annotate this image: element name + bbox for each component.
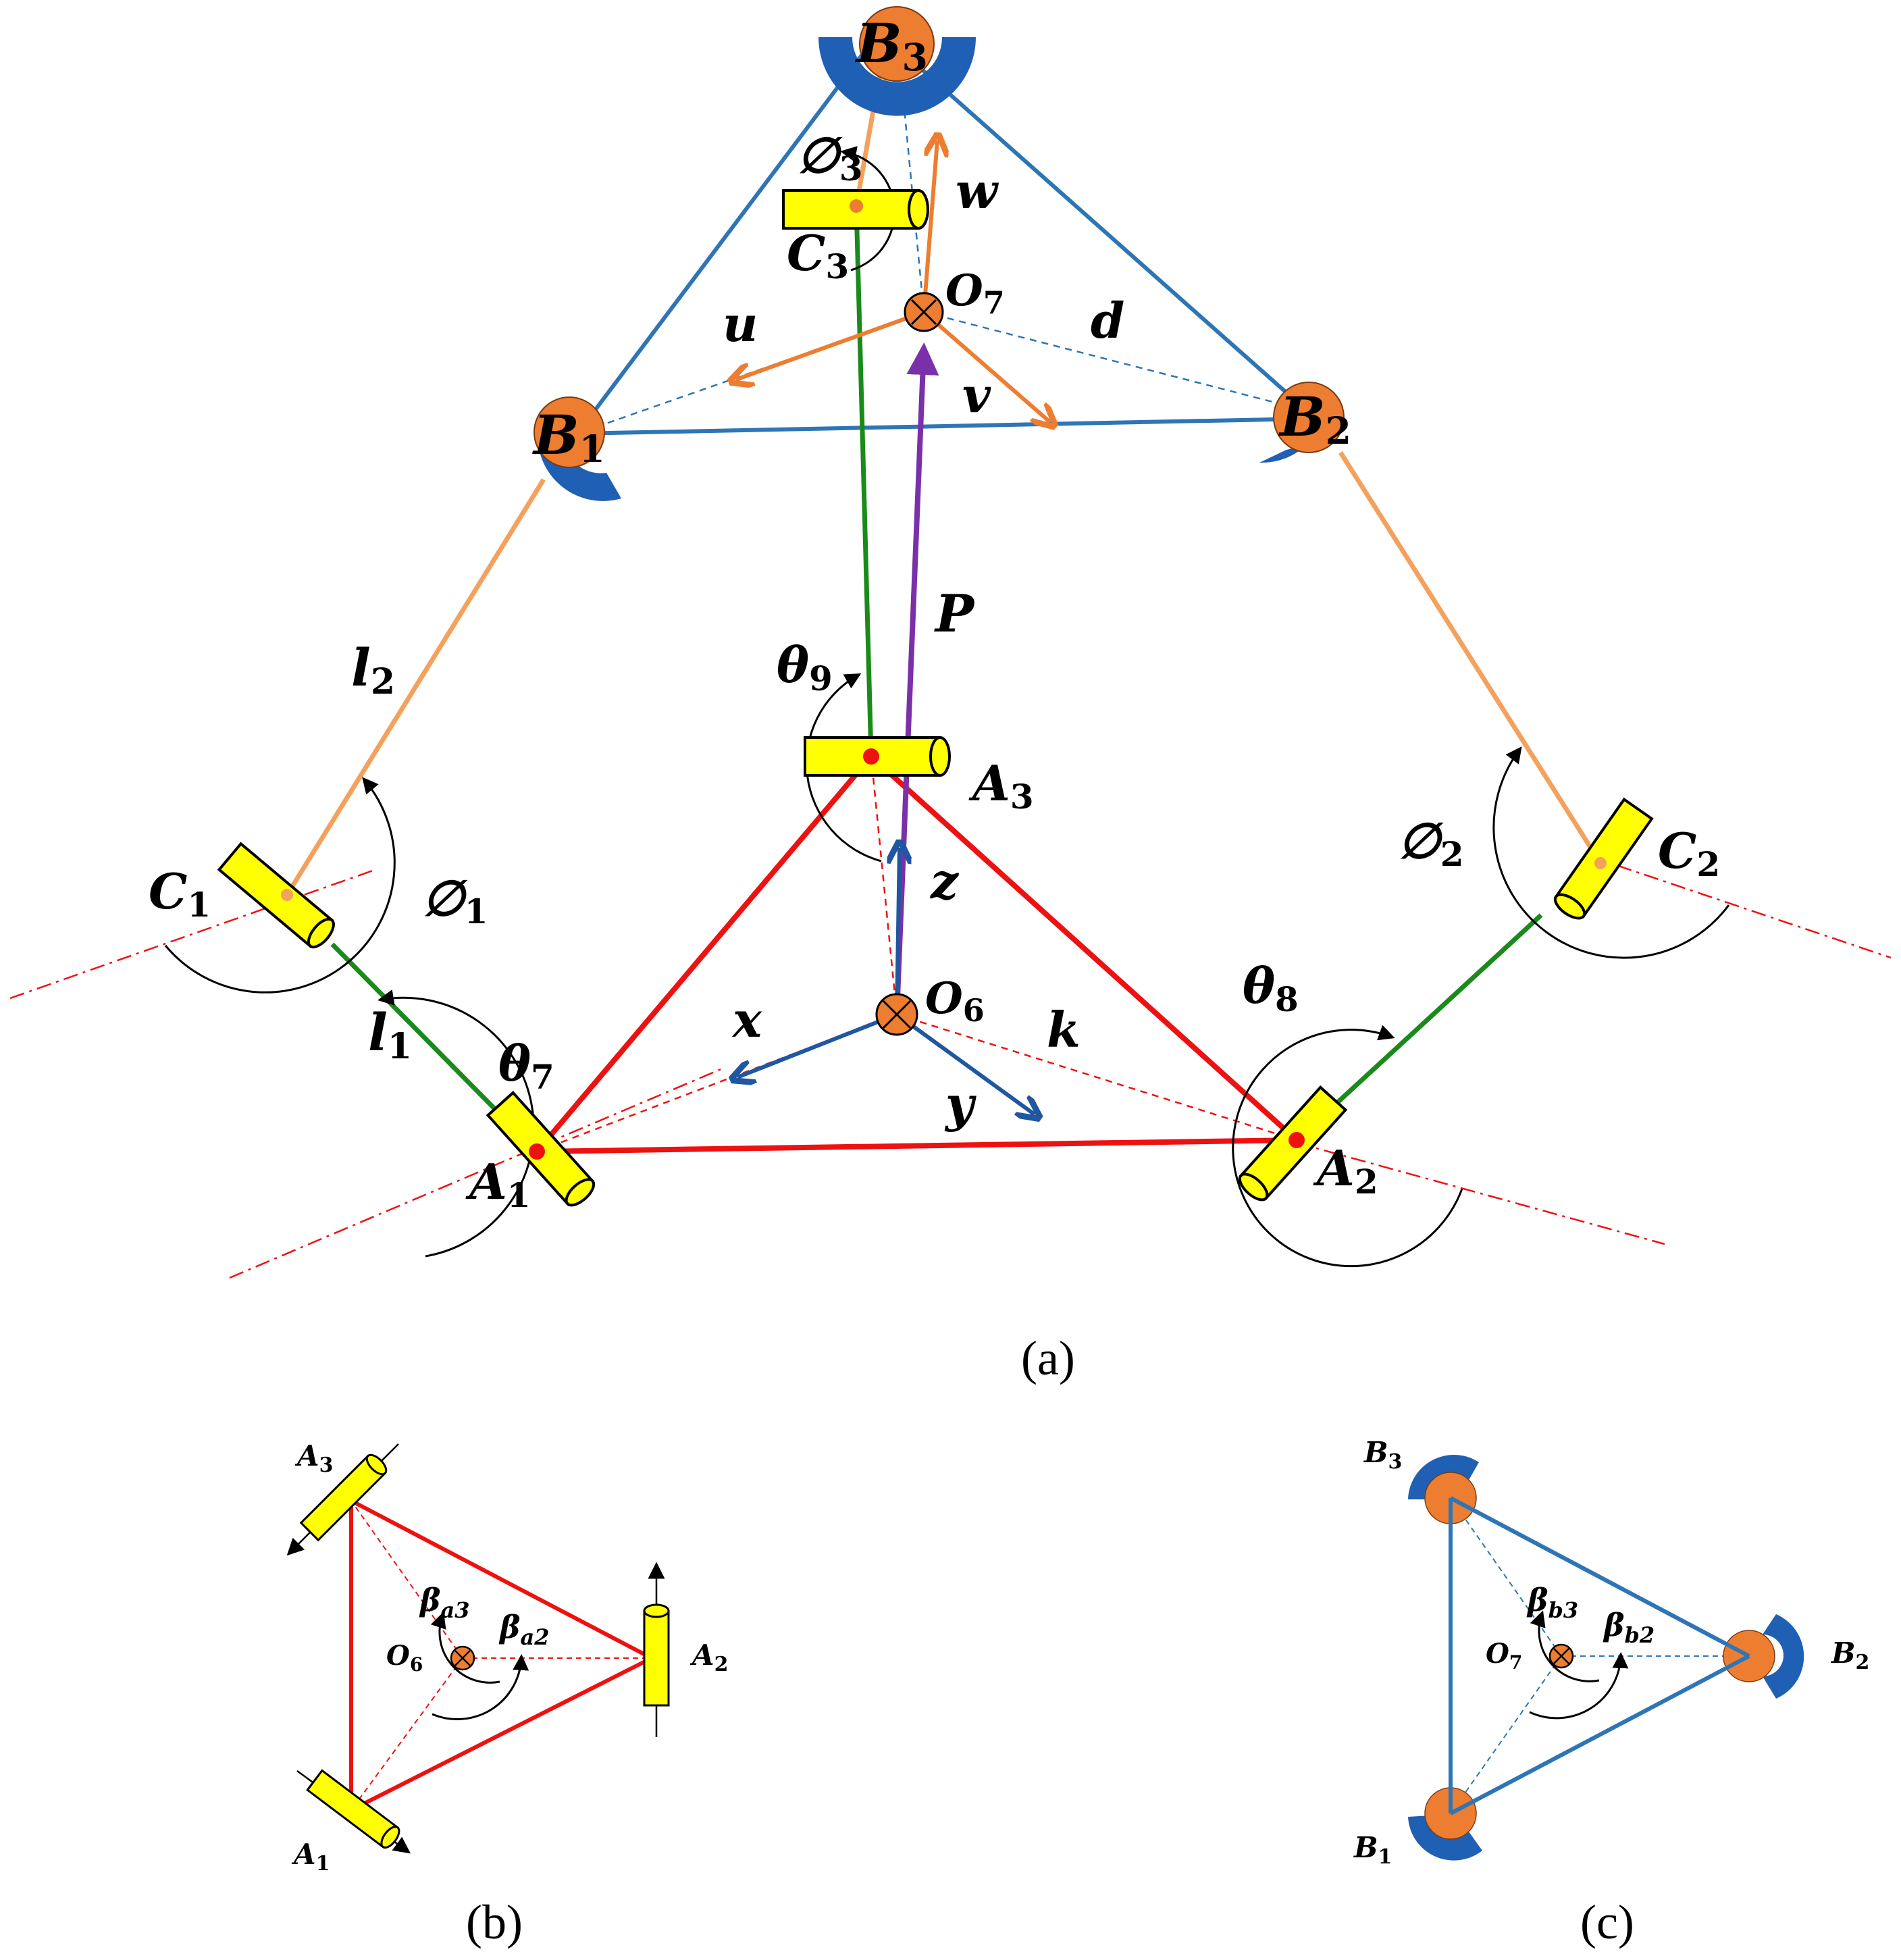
svg-text:B3: B3	[855, 11, 928, 79]
svg-text:A2: A2	[1313, 1139, 1378, 1202]
platform-dashed-lines	[577, 101, 1307, 435]
base-dashed-lines	[536, 756, 1297, 1153]
svg-text:d: d	[1091, 292, 1124, 349]
svg-text:A1: A1	[465, 1153, 531, 1215]
svg-text:O7: O7	[945, 265, 1005, 321]
base-frame-xyz	[737, 848, 1035, 1114]
actuator-bA2	[643, 1603, 670, 1707]
actuator-bA3	[299, 1453, 388, 1542]
origin-O7	[904, 292, 944, 332]
svg-text:B1: B1	[1353, 1831, 1392, 1869]
panel-b: A3 A1 A2 O6 βa3 βa2 (b)	[286, 1439, 728, 1949]
svg-text:O7: O7	[1486, 1638, 1522, 1674]
origin-bO6	[450, 1645, 475, 1671]
arc-theta8	[1232, 1025, 1463, 1268]
joint-dots	[281, 199, 1607, 1160]
svg-text:B2: B2	[1831, 1636, 1869, 1674]
arc-theta7	[377, 989, 535, 1258]
svg-text:l2: l2	[351, 638, 395, 702]
spherical-balls	[533, 6, 1345, 468]
socket-B3	[818, 37, 976, 116]
caption-a: (a)	[1021, 1331, 1075, 1385]
arc-beta-a3	[430, 1611, 500, 1684]
arc-beta-b2	[1529, 1652, 1629, 1720]
svg-text:O6: O6	[925, 973, 985, 1029]
svg-text:B1: B1	[532, 403, 605, 471]
svg-text:k: k	[1047, 1001, 1080, 1058]
labels-panel-a: B1 B2 B3 C1 C2 C3 A1 A2 A3 O7 O6 ∅1 ∅2 ∅…	[149, 11, 1720, 1215]
svg-text:u: u	[723, 295, 758, 353]
labels-panel-b: A3 A1 A2 O6 βa3 βa2	[291, 1439, 728, 1876]
arc-beta-a2	[432, 1654, 529, 1721]
arc-phi1	[164, 777, 396, 994]
svg-text:βa3: βa3	[419, 1582, 470, 1623]
panel-a: B1 B2 B3 C1 C2 C3 A1 A2 A3 O7 O6 ∅1 ∅2 ∅…	[9, 6, 1892, 1385]
axis-x	[737, 1012, 898, 1077]
svg-text:v: v	[962, 366, 991, 423]
svg-text:B2: B2	[1278, 385, 1351, 453]
svg-text:z: z	[929, 852, 960, 910]
svg-text:y: y	[944, 1075, 976, 1133]
axis-v	[922, 310, 1050, 422]
svg-text:C2: C2	[1658, 822, 1720, 884]
ball-B1	[533, 396, 605, 468]
arc-phi2	[1492, 746, 1730, 959]
svg-text:A1: A1	[291, 1838, 330, 1876]
panel-c: B3 B1 B2 O7 βb3 βb2 (c)	[1353, 1436, 1869, 1949]
svg-text:∅1: ∅1	[422, 869, 488, 931]
svg-text:βa2: βa2	[498, 1609, 550, 1650]
base-triangle-b	[349, 1499, 653, 1812]
ball-B3	[859, 6, 935, 82]
socket-cB2	[1763, 1614, 1804, 1699]
axis-y	[895, 1012, 1035, 1114]
svg-text:A2: A2	[689, 1639, 728, 1676]
labels-panel-c: B3 B1 B2 O7 βb3 βb2	[1353, 1436, 1869, 1869]
svg-text:θ9: θ9	[777, 636, 833, 698]
svg-text:βb2: βb2	[1603, 1607, 1655, 1648]
origin-O6	[875, 993, 918, 1036]
platform-frame-uvw	[736, 140, 1050, 422]
actuator-C2	[1553, 797, 1654, 920]
svg-text:x: x	[731, 991, 762, 1048]
svg-text:∅3: ∅3	[797, 126, 863, 188]
svg-text:B3: B3	[1363, 1436, 1402, 1474]
svg-text:l1: l1	[368, 1002, 412, 1067]
axis-w	[922, 140, 937, 313]
svg-text:C3: C3	[787, 224, 849, 286]
svg-text:C1: C1	[149, 862, 211, 925]
actuator-C1	[217, 842, 335, 949]
base-triangle	[534, 754, 1299, 1154]
actuator-bA1	[306, 1769, 400, 1849]
axis-z	[897, 848, 900, 1015]
svg-text:θ7: θ7	[498, 1035, 554, 1097]
svg-text:w: w	[956, 162, 999, 220]
svg-text:O6: O6	[386, 1640, 423, 1676]
moving-platform	[575, 45, 1308, 436]
arc-beta-b3	[1530, 1610, 1600, 1682]
svg-text:P: P	[934, 584, 975, 644]
origin-cO7	[1548, 1643, 1574, 1669]
joint-axis-lines	[9, 855, 1892, 1279]
svg-text:A3: A3	[294, 1439, 333, 1477]
svg-text:∅2: ∅2	[1398, 812, 1464, 874]
caption-b: (b)	[466, 1895, 523, 1949]
svg-text:θ8: θ8	[1243, 957, 1299, 1019]
axis-u	[736, 310, 925, 380]
svg-text:A3: A3	[968, 754, 1034, 817]
actuators	[217, 189, 1654, 1207]
caption-c: (c)	[1580, 1895, 1634, 1949]
vector-P	[894, 342, 939, 1015]
svg-text:βb3: βb3	[1526, 1582, 1578, 1623]
ball-B2	[1273, 382, 1345, 453]
